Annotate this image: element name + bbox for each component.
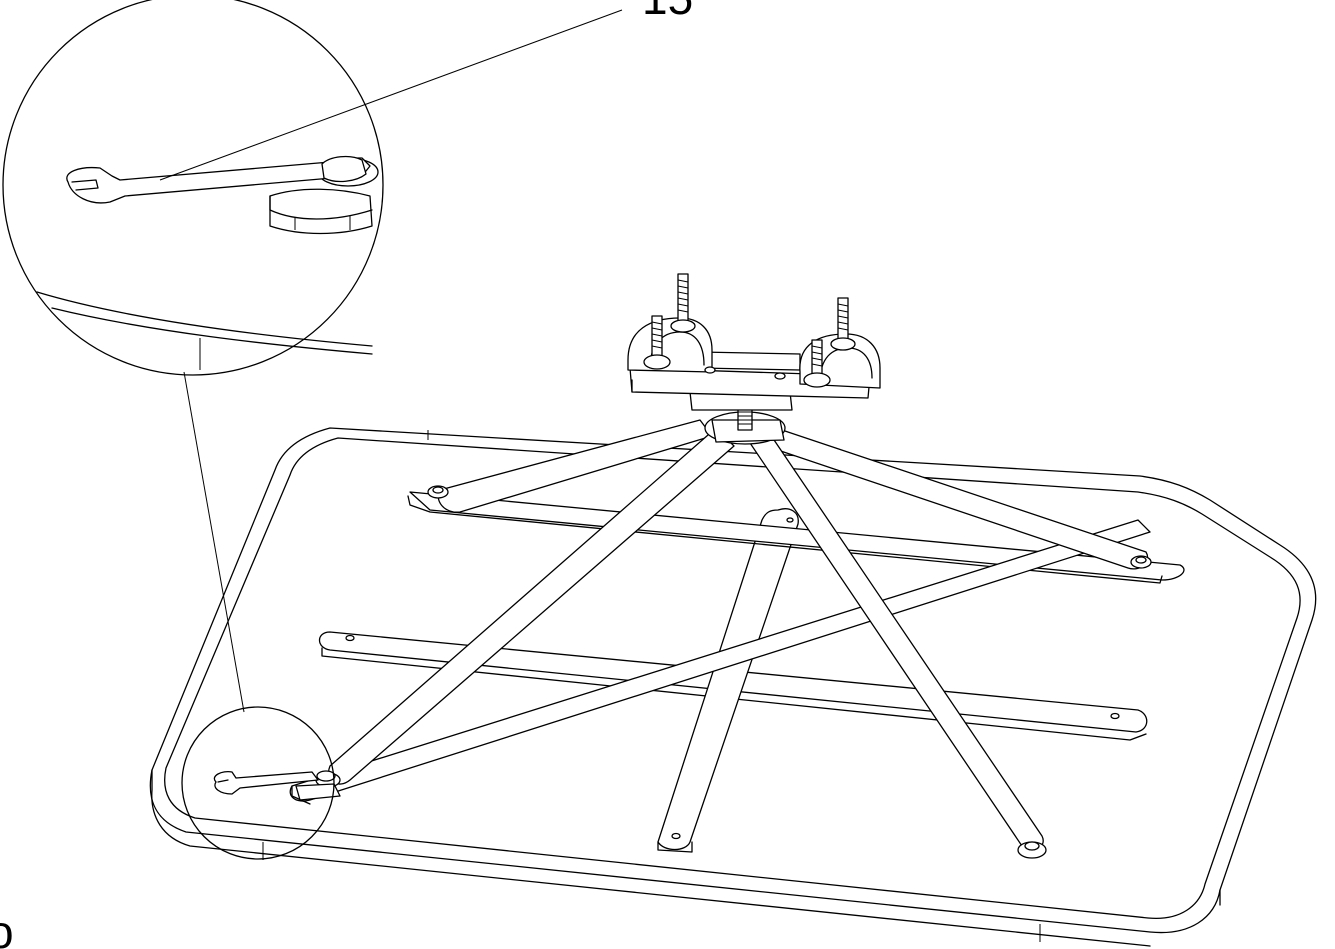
wrench-icon [213,770,341,801]
detail-small-circle [181,706,335,860]
threaded-bolt-3 [837,297,849,343]
detail-large-circle [2,0,384,376]
corner-mark: o [0,906,14,949]
leader-lines [159,9,623,713]
flat-strap-rear-front [657,508,799,853]
threaded-bolt-1 [677,273,689,325]
flat-strap-diagonal-a [407,491,1185,584]
hex-nut-icon [643,319,856,388]
flat-strap-diagonal-b [289,519,1151,805]
callout-number: 15 [642,0,693,24]
u-bolt-clamp-icon [627,273,881,411]
leg-rear-right [759,427,1152,570]
leg-front-right [747,433,1047,859]
central-hub [704,407,786,445]
leg-rear-left [427,419,713,513]
